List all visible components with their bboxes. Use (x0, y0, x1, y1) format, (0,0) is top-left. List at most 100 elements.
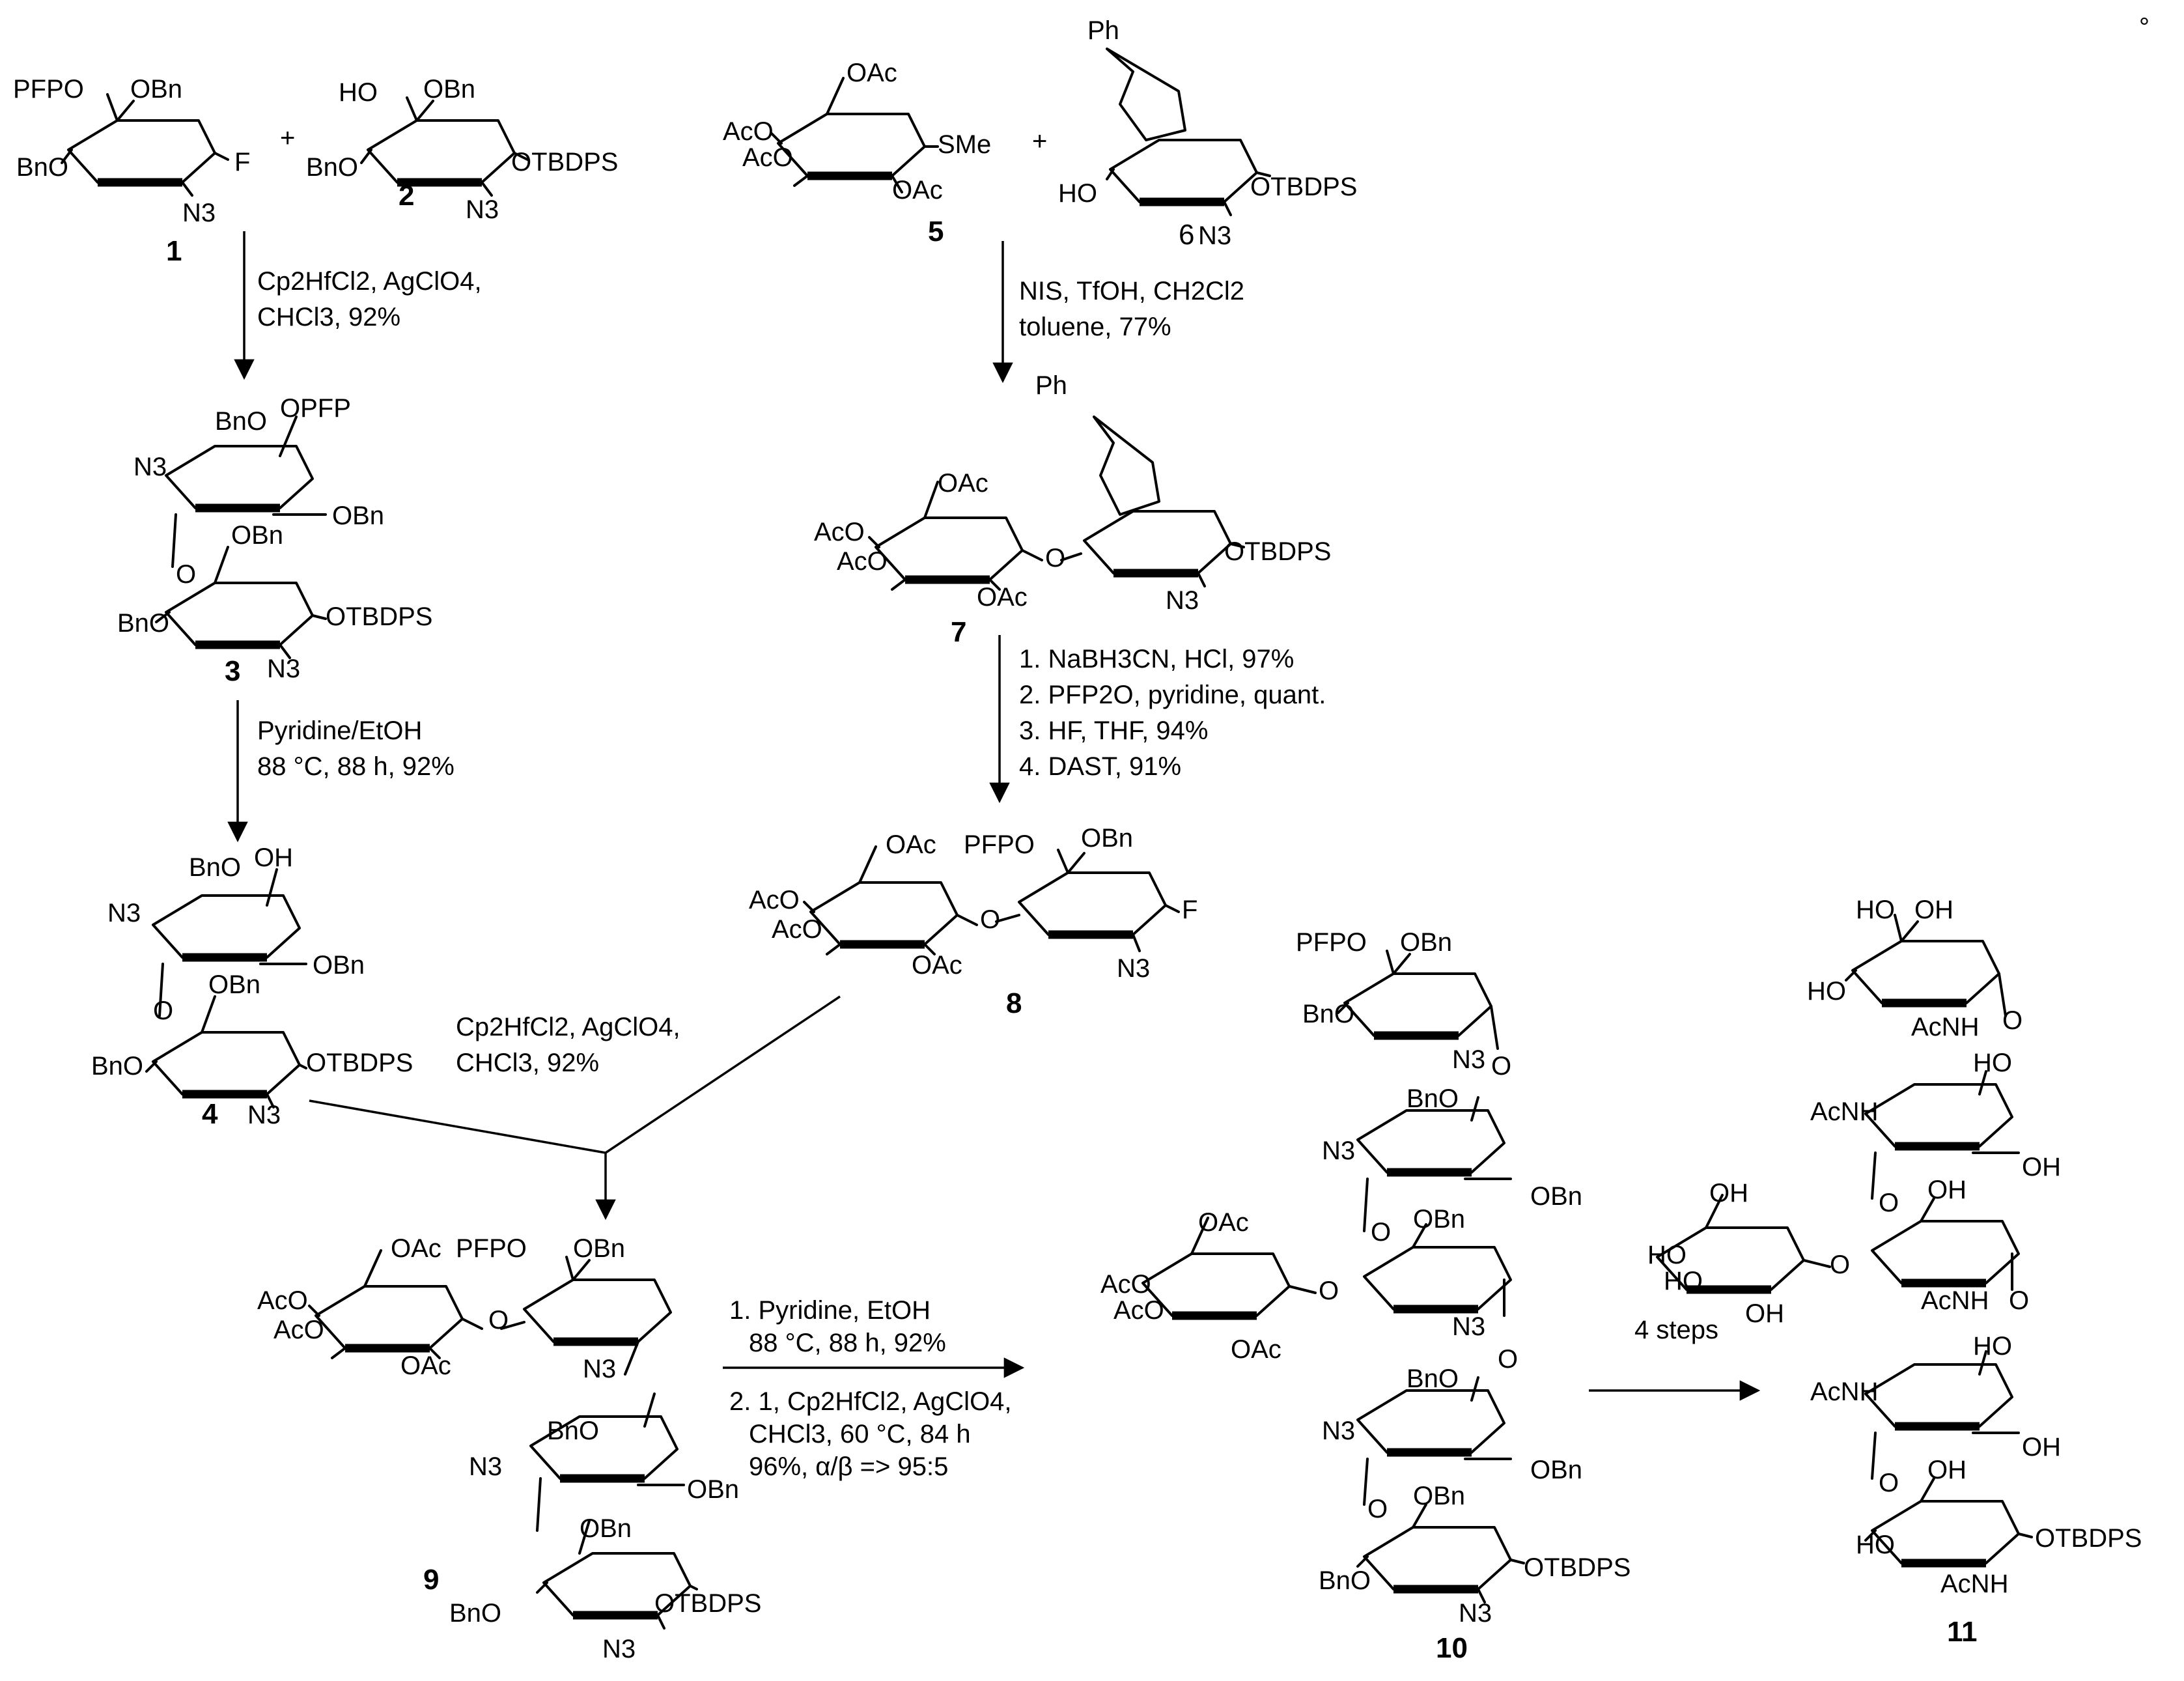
compound-8-number: 8 (1006, 987, 1022, 1019)
c10-obn-mid2: OBn (1413, 1205, 1465, 1234)
c9-aco4: AcO (257, 1286, 308, 1315)
c11-o-link: O (1830, 1250, 1850, 1279)
c10-bno-bot: BnO (1319, 1566, 1371, 1595)
compound-2-number: 2 (399, 180, 414, 212)
reagent-7-8-line2: 2. PFP2O, pyridine, quant. (1019, 681, 1326, 709)
c1-n3-label: N3 (182, 199, 216, 227)
c10-n3-mid3: N3 (1322, 1417, 1355, 1445)
c10-bno-top: BnO (1302, 1000, 1354, 1028)
c11-acnh-1: AcNH (1911, 1013, 1979, 1041)
plus-sign-1: + (280, 124, 295, 152)
reagent-7-8-line4: 4. DAST, 91% (1019, 752, 1181, 781)
c3-opfp: OPFP (280, 394, 351, 423)
compound-3: BnO OPFP N3 OBn OBn BnO OTBDPS N3 3 (117, 394, 432, 687)
reagent-3-4-line1: Pyridine/EtOH (257, 716, 422, 745)
c8-oac6: OAc (886, 830, 936, 859)
reagent-3-4-line2: 88 °C, 88 h, 92% (257, 752, 455, 781)
c11-oh-7: OH (1927, 1456, 1967, 1484)
c5-oac6: OAc (847, 59, 897, 87)
c1-f-label: F (234, 148, 250, 177)
c3-obn-mid: OBn (231, 521, 283, 550)
c7-n3: N3 (1166, 586, 1199, 615)
c10-n3-mid2: N3 (1452, 1312, 1485, 1341)
c10-pfpo: PFPO (1296, 928, 1367, 957)
c4-oh: OH (254, 843, 293, 872)
reagent-5-6-line2: toluene, 77% (1019, 313, 1171, 341)
reagent-1-2-line2: CHCl3, 92% (257, 303, 400, 332)
compound-10: PFPO OBn BnO N3 BnO N3 OBn OBn N3 BnO N3… (1100, 928, 1631, 1664)
compound-7-number: 7 (951, 616, 966, 648)
c1-bno-label: BnO (16, 153, 68, 182)
compound-4: BnO OH N3 OBn OBn BnO OTBDPS N3 4 (91, 843, 413, 1130)
c11-linkage-o-1: O (2002, 1006, 2023, 1035)
c9-obn-m: OBn (687, 1475, 739, 1504)
compound-5: OAc AcO AcO SMe OAc 5 (723, 59, 991, 247)
c10-otbdps: OTBDPS (1524, 1553, 1631, 1582)
compound-7: Ph OAc AcO AcO OAc O OTBDPS N3 7 (814, 371, 1331, 648)
corner-degree-mark: ° (2139, 13, 2149, 42)
c11-linkage-o-4: O (1879, 1469, 1899, 1497)
plus-sign-2: + (1032, 127, 1047, 156)
compound-9-number: 9 (423, 1564, 439, 1596)
compound-9: OAc PFPO OBn AcO AcO OAc O N3 BnO N3 OBn… (257, 1234, 761, 1663)
reagent-4-8-line1: Cp2HfCl2, AgClO4, (456, 1013, 680, 1041)
convergent-line-from-4 (309, 1099, 606, 1154)
compound-10-number: 10 (1436, 1632, 1468, 1664)
reagent-9-10-line1: 1. Pyridine, EtOH (729, 1296, 931, 1325)
c11-ho-6: HO (1973, 1332, 2012, 1361)
c4-obn-top: OBn (313, 951, 365, 980)
c7-oac6: OAc (938, 469, 988, 498)
c10-bno-mid1: BnO (1407, 1084, 1459, 1113)
c2-obn-label: OBn (423, 75, 475, 104)
c3-linkage-o: O (176, 560, 196, 589)
c10-oac2: OAc (1231, 1335, 1281, 1364)
c4-n3-top: N3 (107, 899, 141, 927)
c9-bno-b: BnO (449, 1599, 501, 1628)
c10-obn-bot6: OBn (1413, 1482, 1465, 1510)
c10-aco4: AcO (1100, 1270, 1151, 1299)
c7-oac2: OAc (977, 583, 1028, 612)
c10-linkage-o-2: O (1371, 1218, 1391, 1247)
c9-oac6: OAc (391, 1234, 441, 1263)
compound-2: HO OBn BnO OTBDPS N3 2 (306, 75, 618, 224)
c10-linkage-o-1: O (1491, 1052, 1511, 1081)
c4-linkage-o: O (153, 996, 173, 1025)
c4-otbdps: OTBDPS (306, 1049, 413, 1077)
compound-6-number: 6 (1179, 219, 1194, 251)
c10-linkage-o-4: O (1367, 1495, 1388, 1523)
c5-oac2: OAc (892, 176, 943, 205)
c10-obn-top: OBn (1400, 928, 1452, 957)
compound-4-number: 4 (202, 1098, 218, 1130)
c10-oac6: OAc (1198, 1208, 1249, 1237)
c10-obn-mid3: OBn (1530, 1456, 1582, 1484)
reagent-9-10-line4: CHCl3, 60 °C, 84 h (749, 1420, 971, 1448)
c4-n3-bot: N3 (247, 1101, 281, 1129)
c11-oh-2: OH (2022, 1153, 2061, 1181)
c11-otbdps: OTBDPS (2035, 1524, 2142, 1553)
c10-bno-mid3: BnO (1407, 1364, 1459, 1393)
reagent-1-2-line1: Cp2HfCl2, AgClO4, (257, 267, 482, 296)
c10-aco3: AcO (1113, 1296, 1164, 1325)
c11-ho-5: HO (1664, 1267, 1703, 1295)
c5-sme: SMe (938, 130, 991, 159)
c8-o-link: O (980, 905, 1000, 934)
reagent-5-6-line1: NIS, TfOH, CH2Cl2 (1019, 277, 1244, 305)
c8-n3: N3 (1117, 954, 1150, 983)
c9-obn: OBn (573, 1234, 625, 1263)
c11-acnh-5: AcNH (1940, 1570, 2008, 1598)
c9-n3-b: N3 (602, 1635, 636, 1663)
c10-n3-top: N3 (1452, 1045, 1485, 1074)
c11-ho-4: HO (1647, 1241, 1687, 1269)
c7-otbdps: OTBDPS (1224, 537, 1331, 566)
c10-o-link: O (1319, 1277, 1339, 1305)
c11-acnh-3: AcNH (1921, 1286, 1989, 1315)
c10-n3-bot: N3 (1459, 1599, 1492, 1628)
c5-aco3: AcO (742, 143, 793, 172)
c9-otbdps: OTBDPS (654, 1589, 761, 1618)
c3-bno-top: BnO (215, 407, 267, 436)
c6-ph: Ph (1087, 16, 1119, 45)
c10-n3-mid1: N3 (1322, 1137, 1355, 1165)
c10-linkage-o-3: O (1498, 1345, 1518, 1374)
compound-5-number: 5 (928, 216, 944, 247)
